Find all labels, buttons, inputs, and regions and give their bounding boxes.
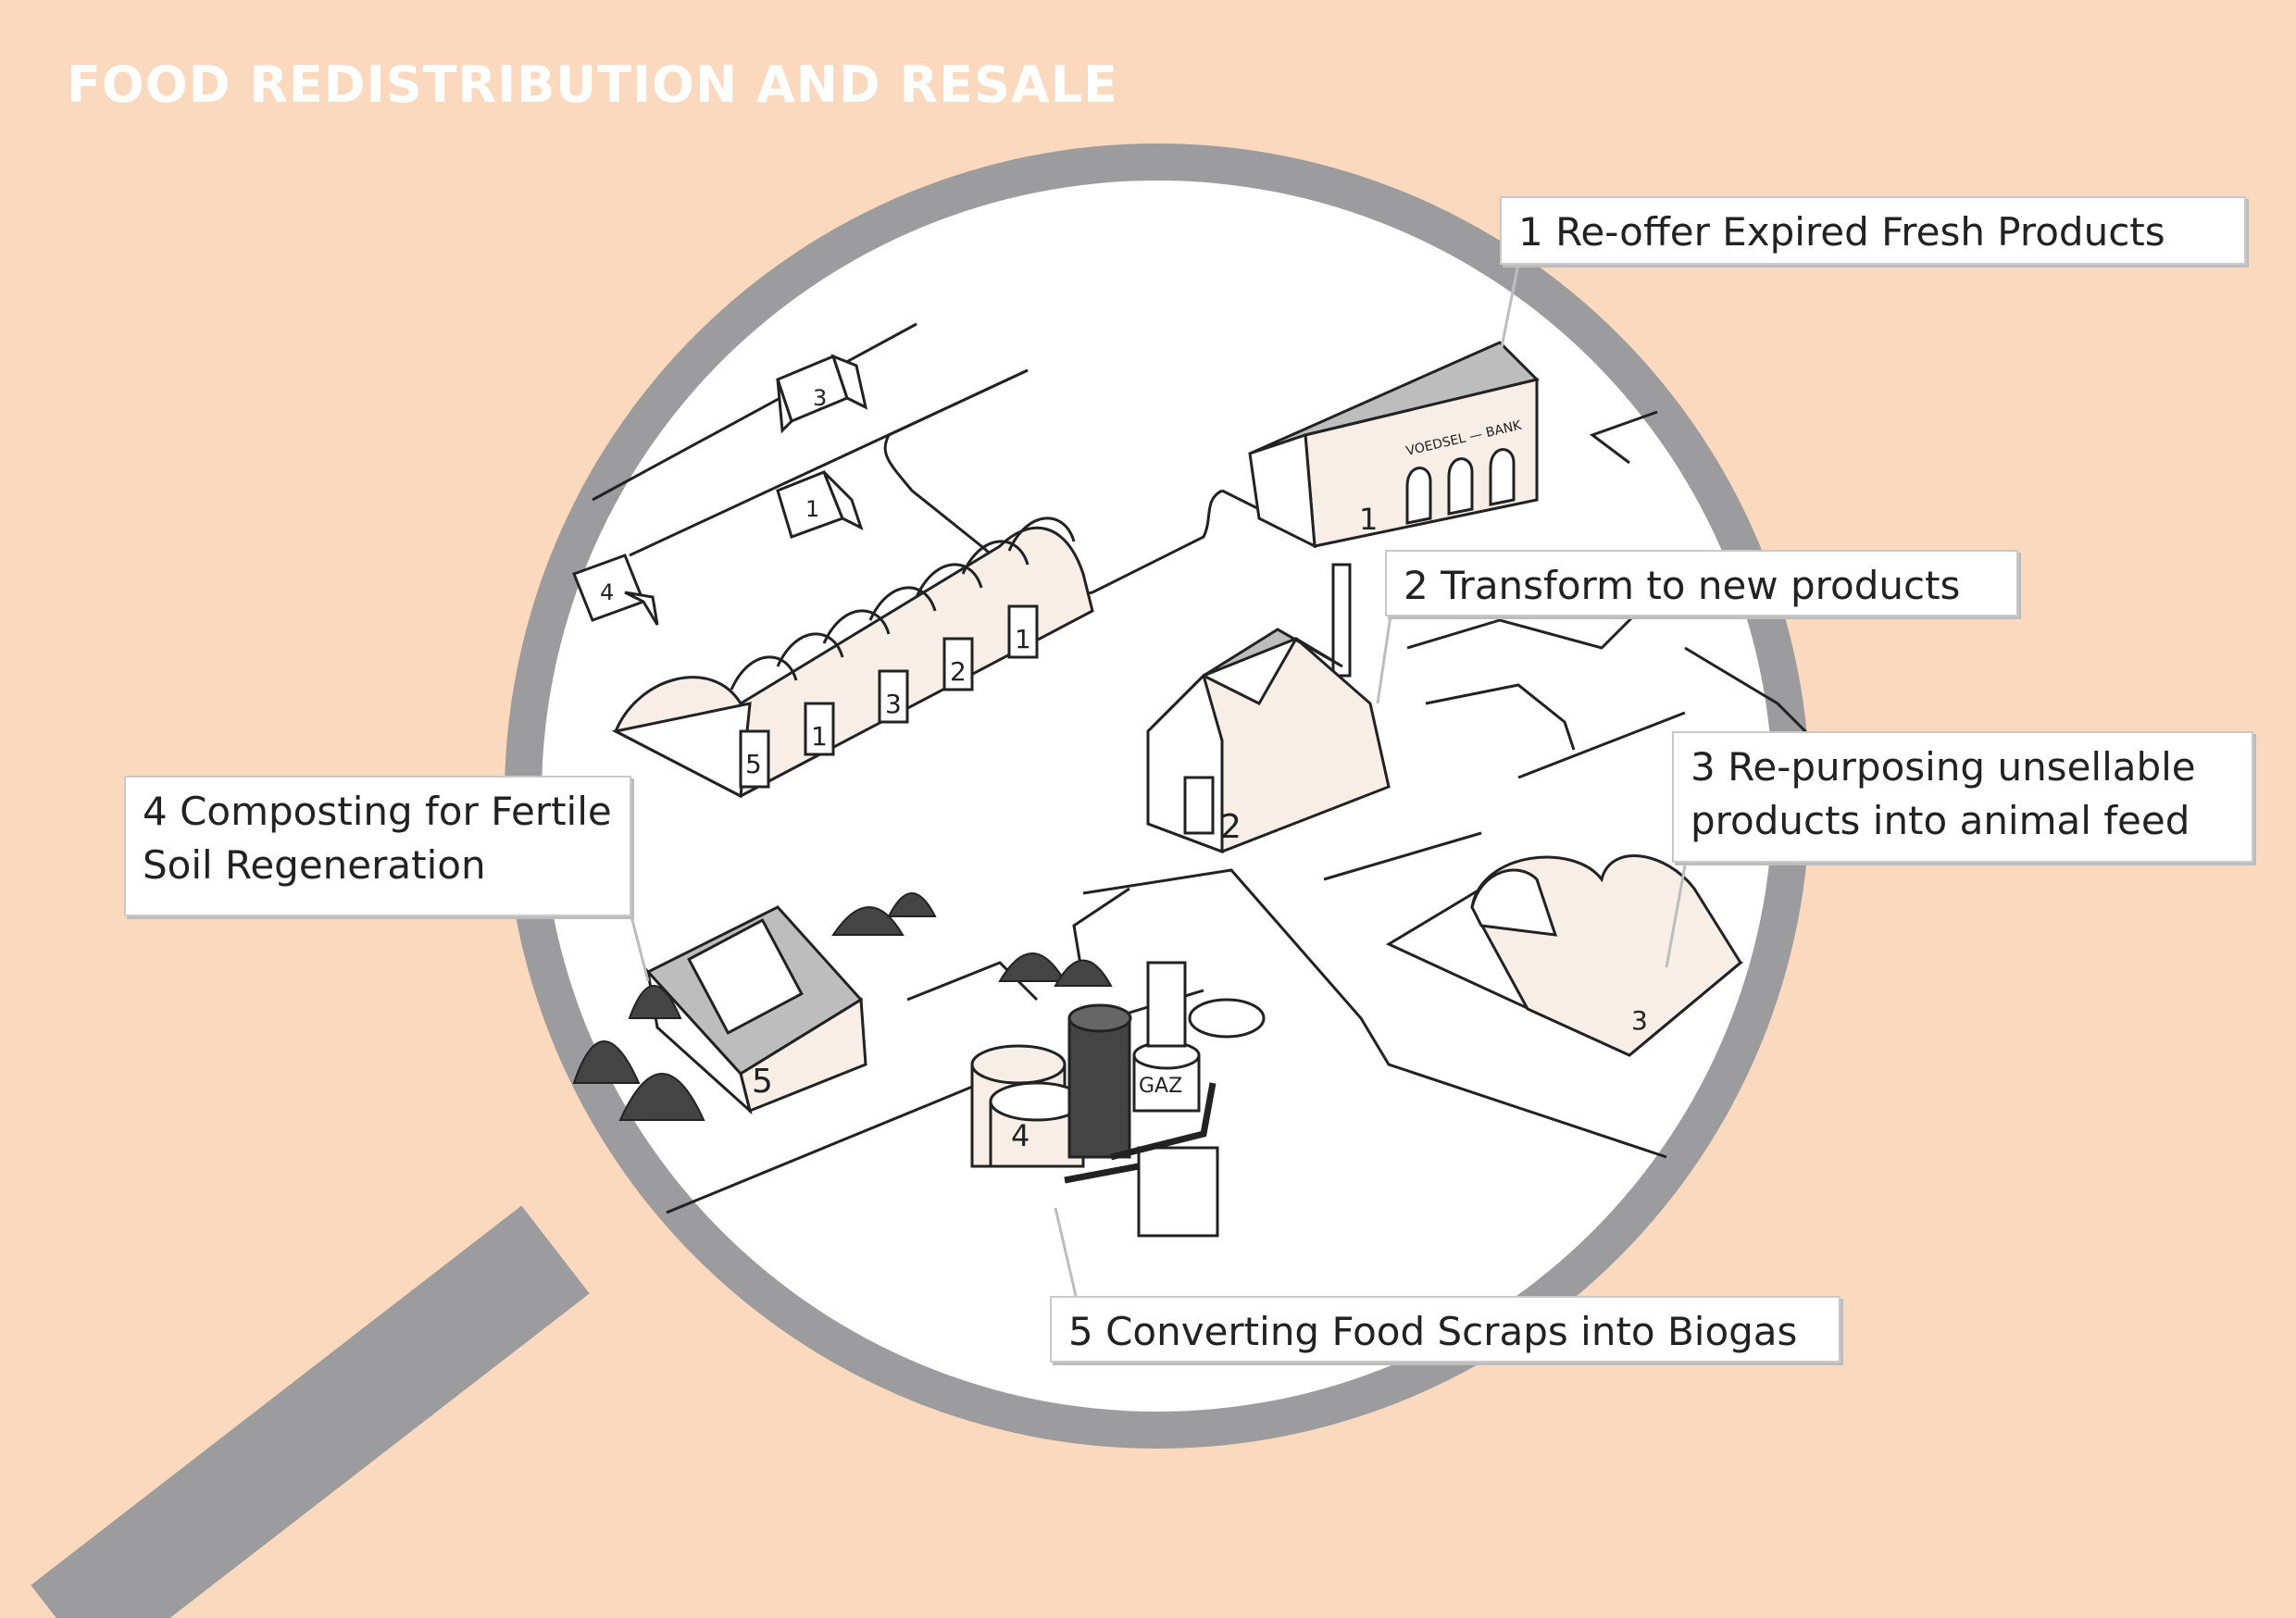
- biogas-tank-icon: 4 GAZ: [970, 961, 1266, 1238]
- truck-icon: 3: [776, 354, 868, 434]
- foodbank-number: 1: [1359, 502, 1378, 537]
- callout-transform-products-text: 2 Transform to new products: [1404, 563, 1961, 608]
- callout-leaders: [630, 263, 1687, 1297]
- biogas-number: 4: [1011, 1118, 1029, 1153]
- callout-animal-feed: 3 Re-purposing unsellable products into …: [1672, 731, 2253, 863]
- truck-number: 3: [813, 385, 827, 411]
- factory-icon: 2: [1146, 563, 1391, 854]
- warehouse-door-number: 3: [885, 689, 902, 719]
- warehouse-door-number: 1: [811, 721, 828, 752]
- biogas-pipe: [1064, 1082, 1217, 1184]
- warehouse-icon: 5 1 3 2 1: [611, 517, 1094, 799]
- callout-biogas-text: 5 Converting Food Scraps into Biogas: [1068, 1309, 1798, 1354]
- callout-composting: 4 Composting for Fertile Soil Regenerati…: [124, 776, 631, 916]
- magnifier-handle: [31, 1205, 590, 1618]
- warehouse-door-number: 1: [1015, 624, 1031, 654]
- truck-icon: 4: [572, 554, 659, 626]
- truck-number: 4: [600, 579, 614, 605]
- callout-composting-line-2: Soil Regeneration: [143, 842, 486, 888]
- barn-number: 3: [1631, 1005, 1648, 1036]
- compost-pile-icon: [572, 892, 1113, 1121]
- callout-reoffer-expired: 1 Re-offer Expired Fresh Products: [1500, 196, 2246, 265]
- barn-icon: 3: [1385, 854, 1744, 1057]
- warehouse-door-number: 2: [950, 656, 967, 687]
- roads: [592, 322, 1816, 1214]
- callout-animal-feed-line-1: 3 Re-purposing unsellable: [1691, 744, 2196, 790]
- callout-transform-products: 2 Transform to new products: [1385, 550, 2018, 616]
- callout-composting-line-1: 4 Composting for Fertile: [143, 789, 612, 834]
- callout-biogas: 5 Converting Food Scraps into Biogas: [1050, 1296, 1841, 1363]
- callout-reoffer-expired-text: 1 Re-offer Expired Fresh Products: [1518, 209, 2165, 255]
- page-title: FOOD REDISTRIBUTION AND RESALE: [67, 56, 1118, 114]
- callout-animal-feed-line-2: products into animal feed: [1691, 798, 2190, 843]
- truck-icon: 1: [776, 470, 864, 539]
- compost-shed-number: 5: [752, 1063, 773, 1101]
- gas-tank-label: GAZ: [1139, 1075, 1182, 1098]
- factory-number: 2: [1220, 808, 1242, 846]
- truck-number: 1: [805, 496, 819, 522]
- warehouse-door-number: 5: [745, 749, 762, 779]
- food-bank-building-icon: VOEDSEL — BANK 1: [1248, 341, 1540, 549]
